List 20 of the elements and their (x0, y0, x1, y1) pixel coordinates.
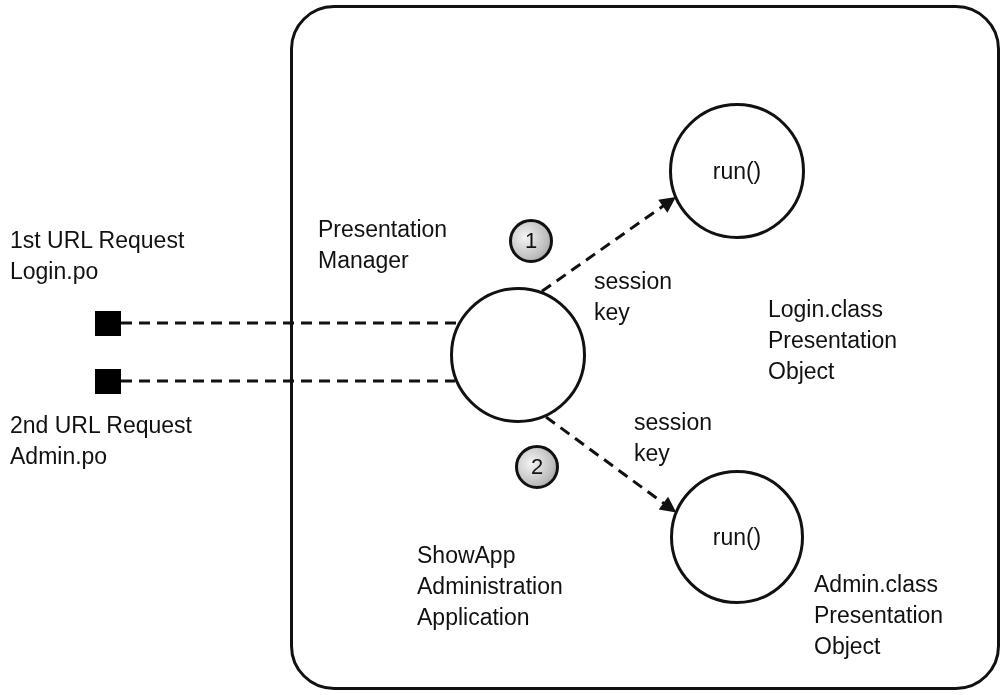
request-label: 2nd URL Request Admin.po (10, 411, 193, 471)
step-badge (515, 445, 559, 489)
component-label: Login.class Presentation Object (768, 295, 899, 386)
arrow (541, 196, 676, 293)
application-label: ShowApp Administration Application (417, 541, 564, 632)
connector-line (121, 321, 458, 325)
request-marker (95, 369, 121, 394)
component-label: Admin.class Presentation Object (814, 570, 945, 661)
method-label: run() (712, 157, 762, 185)
arrow (545, 415, 677, 513)
step-number: 2 (530, 454, 544, 480)
connector-line (121, 379, 456, 383)
step-badge (509, 219, 553, 263)
object-circle (669, 103, 805, 239)
component-label: Presentation Manager (318, 215, 449, 275)
request-marker (95, 311, 121, 336)
method-label: run() (712, 523, 762, 551)
manager-circle (450, 287, 586, 423)
step-number: 1 (524, 228, 538, 254)
request-label: 1st URL Request Login.po (10, 226, 186, 286)
